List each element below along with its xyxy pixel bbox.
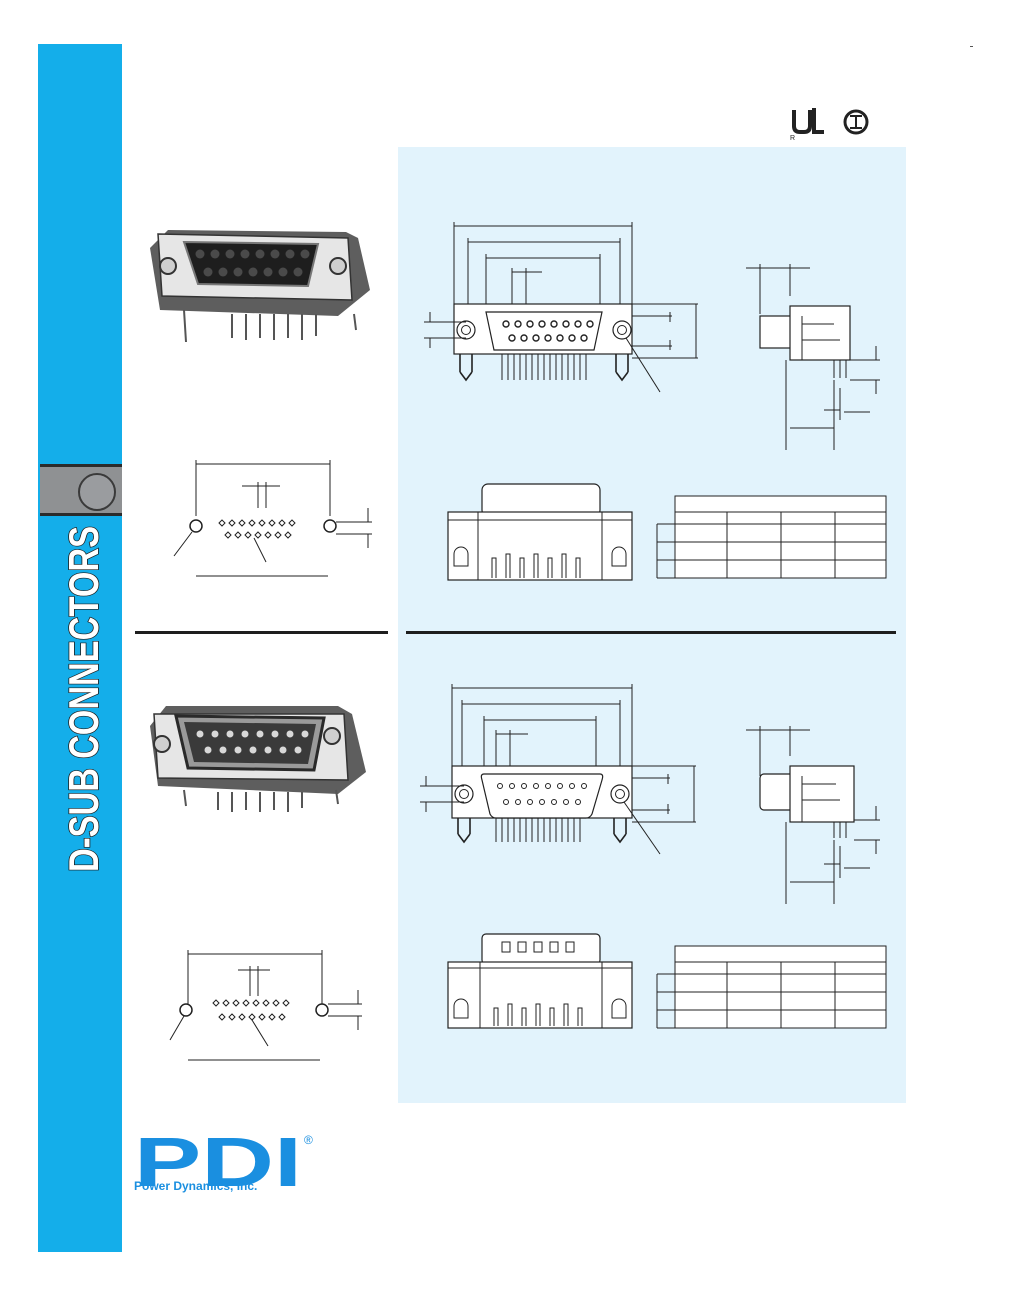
photo-female-connector [150, 230, 370, 343]
tab-dot [78, 473, 116, 511]
section-divider-right [406, 631, 896, 634]
ul-mark-icon: R [790, 108, 824, 142]
section-tab-marker [40, 464, 122, 516]
dimension-table-female [656, 495, 887, 579]
ul-prefix: R [790, 135, 795, 142]
logo-brand: PDI [134, 1123, 302, 1201]
pcb-layout-female [173, 460, 372, 577]
front-view-female [424, 222, 698, 393]
logo-registered: ® [304, 1133, 313, 1147]
pcb-layout-male [169, 950, 362, 1061]
side-view-female [746, 264, 880, 450]
crop-mark-top-right [970, 46, 973, 47]
certification-marks: R [790, 108, 869, 142]
sidebar-title: D-SUB CONNECTORS [59, 525, 108, 873]
side-view-male [746, 726, 880, 904]
pdi-logo: PDI ® [134, 1123, 313, 1201]
photo-male-connector [150, 706, 366, 812]
logo-company: Power Dynamics, Inc. [134, 1179, 258, 1193]
sidebar-band [38, 44, 122, 1252]
dimension-table-male [656, 945, 887, 1029]
bottom-view-male [447, 933, 633, 1029]
csa-mark-icon [843, 109, 869, 135]
front-view-male [420, 684, 696, 855]
section-divider-left [135, 631, 388, 634]
sidebar-title-text: D-SUB CONNECTORS [60, 526, 107, 872]
bottom-view-female [447, 483, 633, 581]
